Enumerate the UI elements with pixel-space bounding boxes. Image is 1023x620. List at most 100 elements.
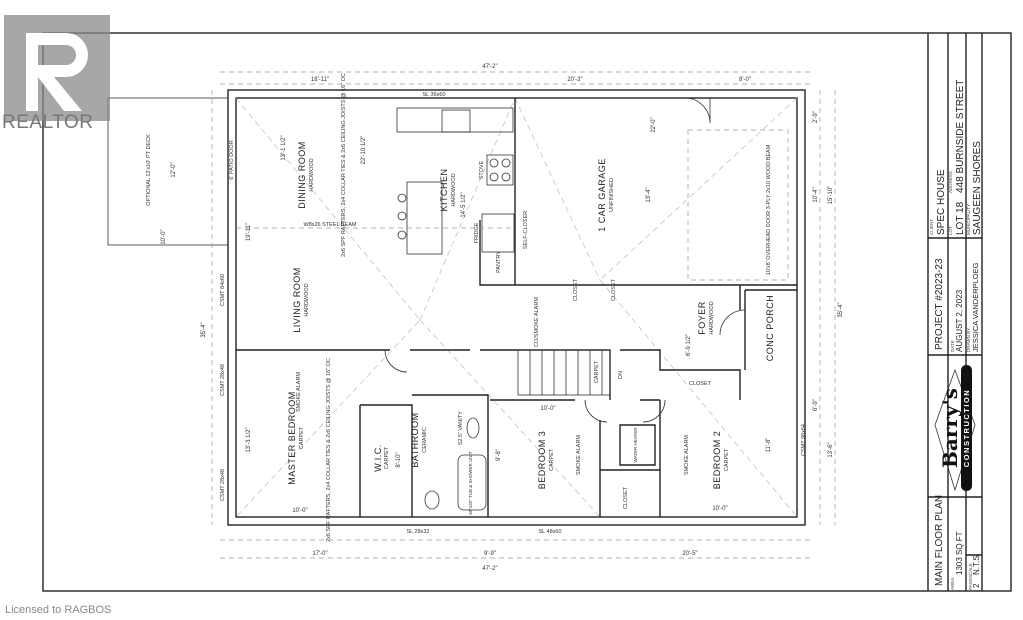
- room-bedroom3: BEDROOM 3: [537, 431, 547, 490]
- room-pantry: PANTRY: [496, 251, 502, 273]
- dim-bottom: 20'-5": [682, 551, 697, 557]
- lot-value: LOT 18: [955, 201, 966, 235]
- client-value: SPEC HOUSE: [936, 169, 947, 235]
- dim-bottom: 17'-0": [312, 551, 327, 557]
- closet-label: CLOSET: [611, 278, 617, 301]
- stove-label: STOVE: [479, 160, 485, 179]
- room-master-dims2: 10'-0": [292, 508, 307, 514]
- room-porch: CONC PORCH: [765, 295, 775, 362]
- closet-label: CLOSET: [623, 486, 629, 509]
- project-number: PROJECT #2023-23: [934, 258, 945, 350]
- stove-icon: [486, 154, 514, 186]
- fridge-label: FRIDGE: [474, 222, 480, 243]
- area-value: 1303 SQ FT: [955, 531, 964, 575]
- dim-overall-bottom: 47'-2": [482, 566, 497, 572]
- room-master-finish: CARPET: [299, 426, 305, 449]
- stair-treads: [529, 350, 603, 395]
- room-bathroom-finish: CERAMIC: [422, 427, 428, 452]
- kitchen-counter: [396, 107, 514, 133]
- realtor-logo-icon: [4, 15, 110, 121]
- room-bedroom2: BEDROOM 2: [712, 431, 722, 490]
- deck-dim: 12'-0": [171, 162, 177, 177]
- municipality-label: MUNICIPALITY: [966, 204, 971, 235]
- self-closer-label: SELF-CLOSER: [523, 211, 529, 249]
- scale-value: N.T.S.: [972, 553, 981, 575]
- room-bathroom: BATHROOM: [410, 412, 420, 467]
- realtor-wordmark: REALTOR: [2, 112, 94, 133]
- dim-overall-right: 35'-4": [838, 302, 844, 317]
- deck-outline: [107, 97, 229, 246]
- window-label: SL 36x60: [422, 92, 445, 98]
- smoke-alarm-label: SMOKE ALARM: [576, 435, 582, 475]
- room-dining-dims: 13'-1 1/2": [281, 135, 287, 160]
- room-kitchen-finish: HARDWOOD: [451, 173, 457, 206]
- inner-wall: [235, 97, 798, 518]
- stairs-carpet: CARPET: [594, 360, 600, 383]
- rafters-note: 2x6 SPF RAFTERS, 2x4 COLLAR TIES & 2x6 C…: [326, 358, 332, 542]
- window-label: CSMT 84x60: [220, 274, 226, 306]
- room-garage-dims: 22'-0": [651, 117, 657, 132]
- dim-top: 8'-0": [739, 77, 751, 83]
- room-wic-dims: 8'-10": [396, 452, 402, 467]
- room-labels: DINING ROOM HARDWOOD 13'-1 1/2" 22'-10 1…: [229, 73, 775, 542]
- outer-wall: [227, 89, 806, 526]
- sheet-border: [42, 32, 1012, 592]
- room-garage-dims2: 13'-4": [646, 187, 652, 202]
- vanity-label: 52.5" VANITY: [458, 411, 464, 445]
- water-heater-label: WATER HEATER: [633, 427, 638, 463]
- patio-door-label: 6' PATIO DOOR: [229, 140, 235, 179]
- lot-label: LOT: [948, 226, 953, 235]
- room-foyer-dims: 6'-9 1/2": [686, 334, 692, 356]
- room-foyer: FOYER: [697, 301, 707, 335]
- room-bedroom2-dims: 11'-8": [766, 438, 772, 453]
- room-dining-dims2: 22'-10 1/2": [361, 136, 367, 165]
- room-master: MASTER BEDROOM: [287, 391, 297, 485]
- window-label: CSMT 96x64: [801, 424, 807, 456]
- deck-label: OPTIONAL 12'x10' PT DECK: [146, 134, 152, 206]
- sink-icon: [441, 109, 471, 133]
- tub-icon: [457, 454, 487, 511]
- room-bedroom3-finish: CARPET: [549, 448, 555, 471]
- company-name: Barry's: [938, 388, 962, 468]
- sink-icon: [466, 417, 480, 439]
- kitchen-island: [406, 181, 443, 255]
- address-value: 448 BURNSIDE STREET: [955, 80, 966, 193]
- stairs-dn: DN: [618, 371, 624, 379]
- rafters-note: 2x6 SPF RAFTERS, 2x4 COLLAR TIES & 2x6 C…: [341, 73, 347, 257]
- window-label: SL 28x32: [406, 529, 429, 535]
- room-foyer-finish: HARDWOOD: [709, 301, 715, 334]
- room-living-dims: 19'-11": [246, 223, 252, 241]
- area-label: AREA: [950, 578, 955, 590]
- interior-walls: [236, 98, 797, 517]
- tub-label: 60"x32" TUB & SHOWER UNIT: [468, 451, 473, 514]
- date-label: DATE: [950, 340, 955, 352]
- closet-label: CLOSET: [689, 381, 712, 387]
- room-dining-finish: HARDWOOD: [309, 158, 315, 191]
- smoke-alarm-label: SMOKE ALARM: [296, 372, 302, 412]
- dim-overall-left: 35'-4": [201, 322, 207, 337]
- window-label: CSMT 28x48: [220, 469, 226, 501]
- window-label: CSMT 28x48: [220, 364, 226, 396]
- stairs: [517, 349, 611, 396]
- dim-right: 13'-6": [828, 442, 834, 457]
- dim-right: 15'-10": [828, 186, 834, 205]
- title-block: MAIN FLOOR PLAN AREA 1303 SQ FT PAGE 2 S…: [927, 33, 983, 591]
- toilet-icon: [424, 490, 440, 510]
- room-bedroom2-finish: CARPET: [724, 448, 730, 471]
- dim-right: 10'-4": [813, 187, 819, 202]
- room-bedroom3-dims: 9'-8": [496, 449, 502, 461]
- room-kitchen: KITCHEN: [439, 168, 449, 211]
- door-swings: [384, 97, 746, 423]
- dim-bottom: 9'-9": [484, 551, 496, 557]
- page-value: 2: [972, 583, 981, 588]
- sheet-title: MAIN FLOOR PLAN: [934, 495, 945, 586]
- room-garage: 1 CAR GARAGE: [597, 158, 607, 232]
- drawn-by-label: DRAWN BY: [966, 328, 971, 352]
- closet-label: CLOSET: [573, 278, 579, 301]
- room-living: LIVING ROOM: [292, 267, 302, 333]
- room-wic-finish: CARPET: [384, 446, 390, 469]
- company-tagline: CONSTRUCTION: [962, 389, 971, 467]
- room-bedroom2-dims2: 10'-0": [712, 506, 727, 512]
- garage-door-outline: [687, 129, 789, 281]
- roof-hip-lines: [235, 97, 798, 518]
